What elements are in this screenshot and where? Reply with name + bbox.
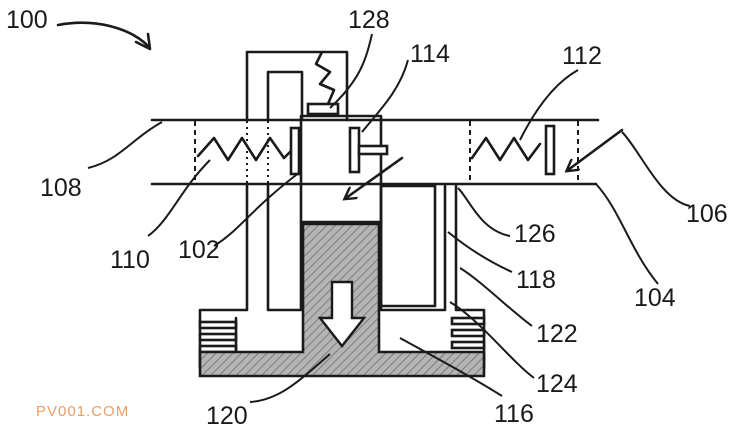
assembly-arrow [56,21,152,51]
ref-122: 122 [536,320,578,348]
housing-walls [198,182,486,370]
top-housing [245,50,349,122]
leader-lines [87,33,691,403]
plate-guides [194,121,579,183]
right-spring [470,124,556,176]
ref-124: 124 [536,370,578,398]
piston [299,114,389,224]
ref-110: 110 [110,246,150,274]
left-spring [196,126,301,176]
ref-104: 104 [634,284,676,312]
upper-plate [150,118,600,186]
ref-112: 112 [562,42,602,70]
ref-128: 128 [348,6,390,34]
ref-100: 100 [6,6,48,34]
ref-114: 114 [410,40,450,68]
ref-118: 118 [516,266,556,294]
ref-106: 106 [686,200,728,228]
ref-120: 120 [206,402,248,430]
ref-102: 102 [178,236,220,264]
outer-arrow [568,128,624,170]
ref-126: 126 [514,220,556,248]
down-arrow-icon [317,280,367,348]
ref-116: 116 [494,400,534,428]
ref-108: 108 [40,174,82,202]
inner-arrow [346,156,404,198]
watermark: PV001.COM [36,403,129,420]
